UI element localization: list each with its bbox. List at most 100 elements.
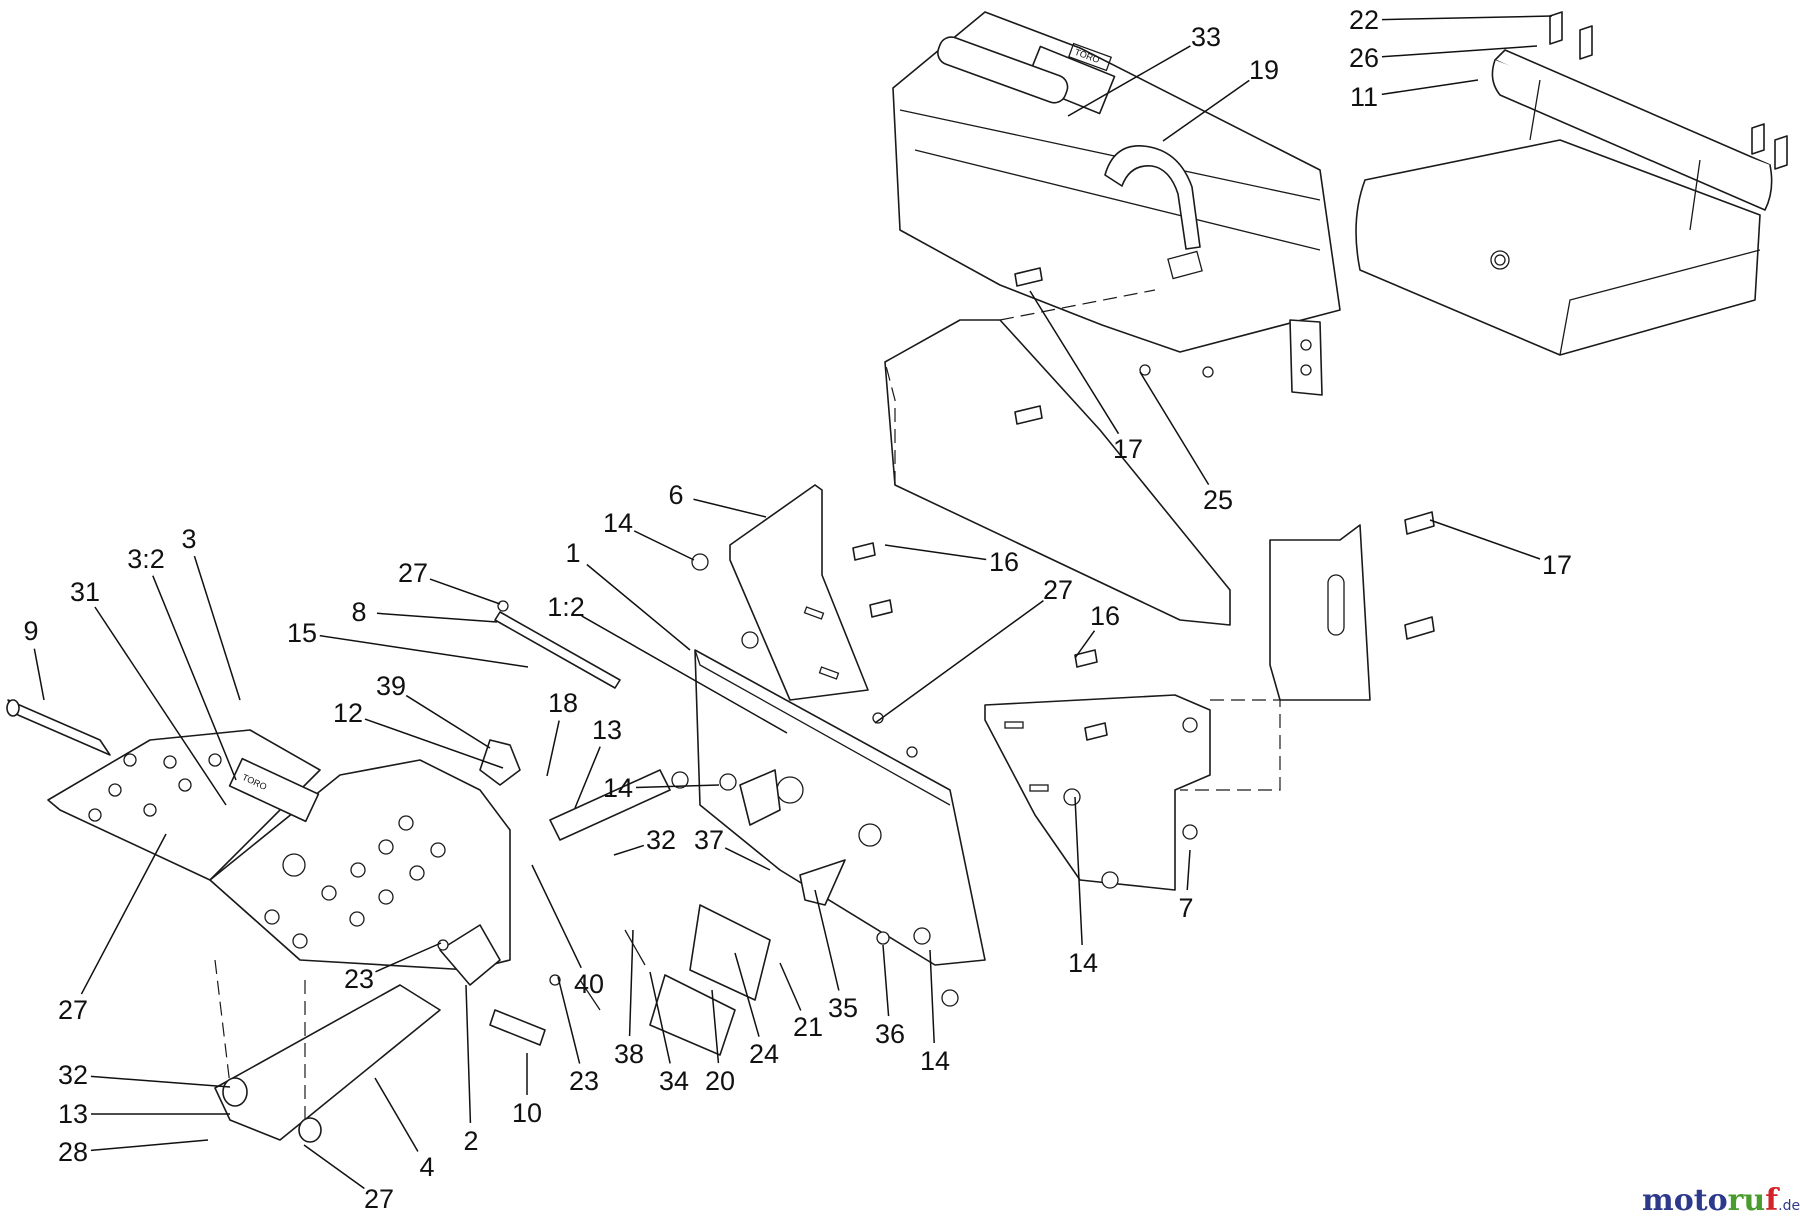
callout-label: 17 [1113, 434, 1143, 464]
watermark-part-b: ru [1728, 1183, 1766, 1218]
leader-line [581, 615, 788, 734]
leader-line [557, 976, 581, 1064]
left-deck-plate: TORO [47, 729, 321, 881]
callout-label: 2 [463, 1126, 478, 1156]
leader-line [546, 720, 560, 777]
leader-line [884, 544, 987, 561]
callout-label: 3:2 [127, 544, 165, 574]
callout-label: 8 [351, 597, 366, 627]
callout-label: 27 [398, 558, 428, 588]
leader-line [1162, 79, 1250, 142]
callout-label: 39 [376, 671, 406, 701]
control-console: TORO [892, 11, 1341, 396]
callout-label: 32 [646, 825, 676, 855]
callout-label: 20 [705, 1066, 735, 1096]
leader-line [1139, 371, 1210, 486]
callout-labels: 22261133191725614161271:282716179313:231… [23, 5, 1572, 1214]
leader-line [1067, 45, 1191, 117]
callout-label: 27 [1043, 575, 1073, 605]
handle-bar-assembly [1355, 11, 1788, 356]
callout-label: 31 [70, 577, 100, 607]
callout-label: 17 [1542, 550, 1572, 580]
leader-line [779, 962, 802, 1011]
callout-label: 14 [603, 508, 633, 538]
callout-leaders [33, 15, 1553, 1190]
callout-label: 16 [1090, 601, 1120, 631]
callout-label: 4 [419, 1152, 434, 1182]
leader-line [90, 1075, 231, 1088]
callout-label: 13 [58, 1099, 88, 1129]
leader-line [80, 833, 167, 995]
callout-label: 3 [181, 524, 196, 554]
callout-label: 1:2 [547, 592, 585, 622]
callout-label: 10 [512, 1098, 542, 1128]
leader-line [734, 952, 760, 1037]
leader-line [375, 942, 442, 973]
callout-label: 19 [1249, 55, 1279, 85]
pivot-rod [6, 699, 111, 756]
leader-line [319, 634, 529, 668]
leader-line [635, 784, 720, 789]
callout-label: 34 [659, 1066, 689, 1096]
callout-label: 12 [333, 698, 363, 728]
callout-label: 35 [828, 993, 858, 1023]
leader-line [374, 1077, 419, 1152]
leader-line [465, 984, 472, 1124]
leader-line [33, 648, 45, 701]
leader-line [94, 606, 227, 806]
callout-label: 14 [1068, 948, 1098, 978]
callout-label: 14 [920, 1046, 950, 1076]
callout-label: 21 [793, 1012, 823, 1042]
center-panel [884, 289, 1371, 701]
leader-line [574, 746, 601, 809]
leader-line [1074, 630, 1096, 659]
leader-line [633, 530, 695, 561]
leader-line [1429, 519, 1541, 560]
leader-line [649, 971, 671, 1064]
leader-line [882, 944, 890, 1017]
leader-line [711, 989, 720, 1064]
svg-text:motoruf.de: motoruf.de [1642, 1183, 1800, 1218]
leader-line [531, 864, 582, 969]
callout-label: 23 [569, 1066, 599, 1096]
leader-line [724, 847, 771, 871]
leader-line [586, 563, 691, 651]
leader-line [1029, 290, 1120, 435]
callout-label: 27 [364, 1184, 394, 1214]
callout-label: 25 [1203, 485, 1233, 515]
callout-label: 16 [989, 547, 1019, 577]
fasteners [437, 267, 1435, 1007]
callout-label: 32 [58, 1060, 88, 1090]
foot-platform [209, 759, 511, 971]
leader-line [90, 1139, 209, 1152]
callout-label: 9 [23, 616, 38, 646]
callout-label: 38 [614, 1039, 644, 1069]
leader-line [874, 599, 1044, 724]
leader-line [693, 498, 767, 518]
watermark-suffix: .de [1778, 1198, 1800, 1214]
leader-line [628, 929, 634, 1037]
leader-line [1381, 15, 1553, 21]
callout-label: 6 [668, 480, 683, 510]
callout-label: 11 [1350, 82, 1378, 112]
leader-line [613, 844, 645, 856]
leader-line [364, 718, 504, 769]
bracket-6 [729, 484, 869, 701]
leader-line [1381, 79, 1479, 96]
leader-line [429, 578, 501, 605]
callout-label: 36 [875, 1019, 905, 1049]
callout-label: 27 [58, 995, 88, 1025]
leader-line [152, 575, 237, 781]
leader-line [929, 949, 935, 1044]
right-side-plate [984, 694, 1281, 891]
callout-label: 26 [1349, 43, 1379, 73]
leader-line [1074, 796, 1083, 946]
leader-line [1381, 45, 1538, 58]
leader-line [1186, 849, 1191, 891]
callout-label: 24 [749, 1039, 779, 1069]
main-frame-bracket [694, 649, 986, 966]
pivot-arm [214, 959, 441, 1143]
callout-label: 33 [1191, 22, 1221, 52]
watermark-part-c: f [1765, 1183, 1780, 1218]
leader-line [303, 1144, 365, 1190]
